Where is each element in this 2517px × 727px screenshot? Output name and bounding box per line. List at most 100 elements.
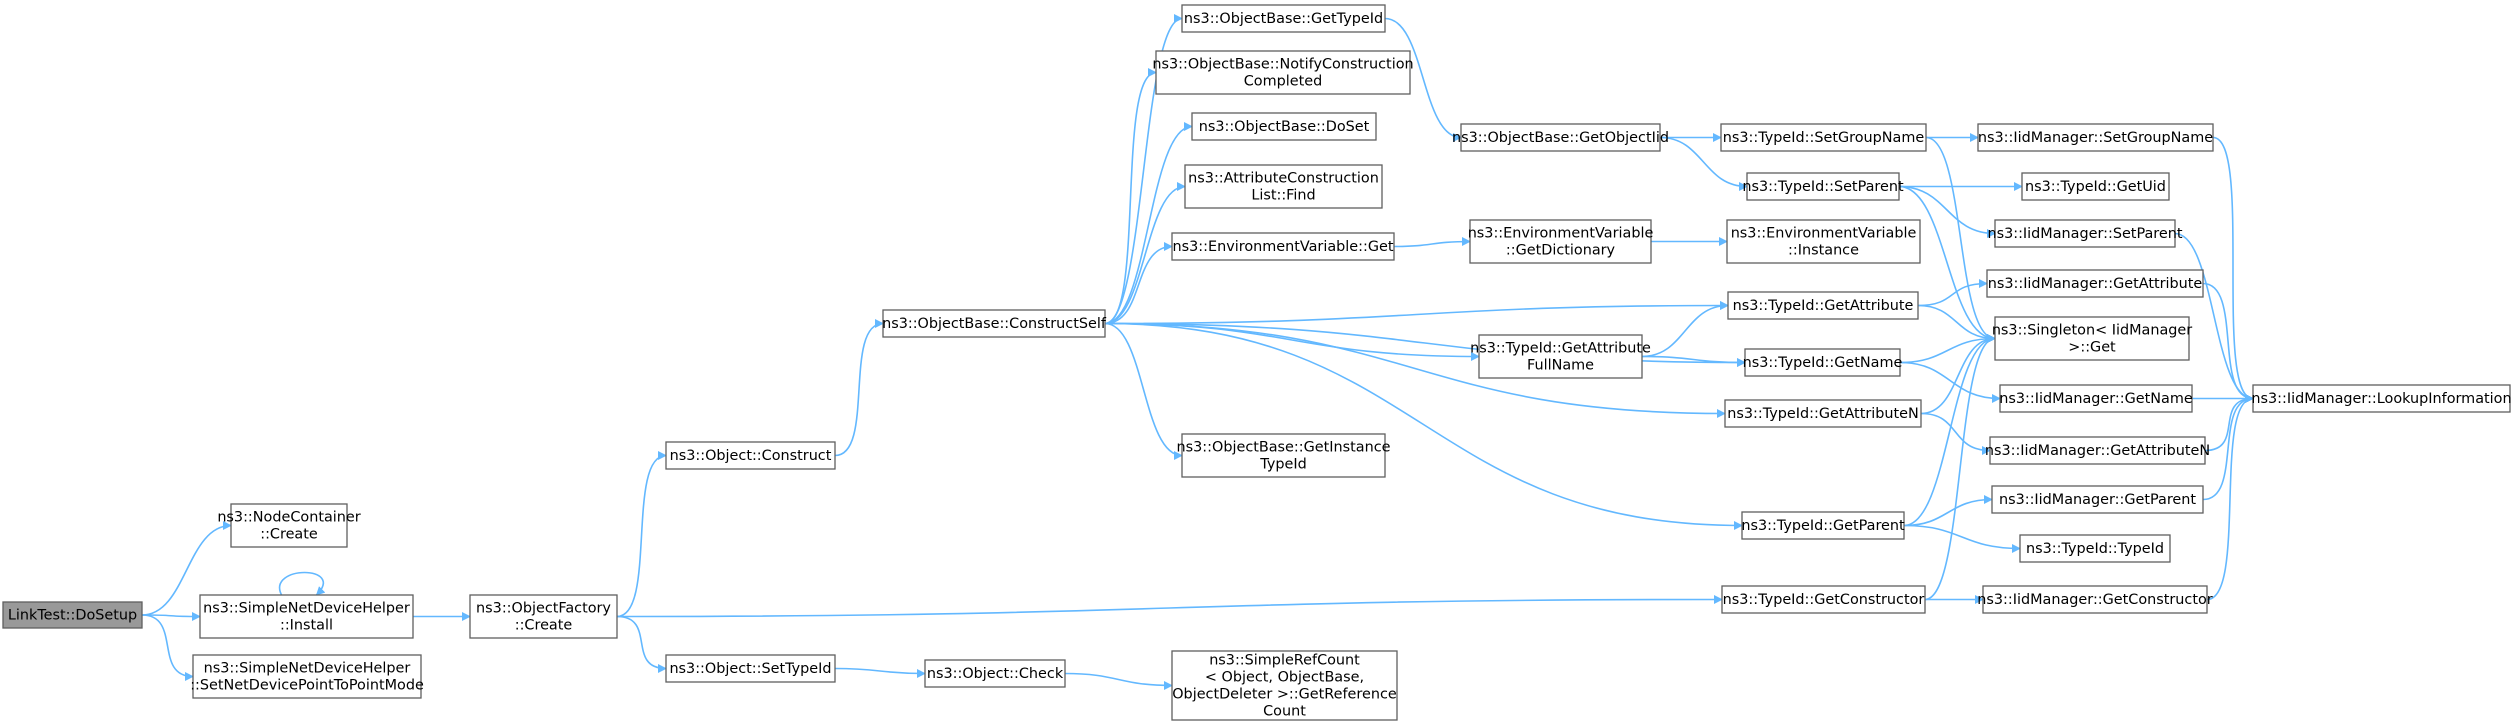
call-edge [1898,185,1996,238]
node-label: ns3::IidManager::GetName [1999,391,2193,407]
function-node[interactable]: ns3::IidManager::GetConstructor [1977,585,2213,614]
function-node[interactable]: ns3::IidManager::SetParent [1987,219,2183,248]
function-node[interactable]: ns3::IidManager::GetAttribute [1986,269,2204,298]
function-node[interactable]: ns3::TypeId::GetUid [2021,172,2170,201]
function-node[interactable]: ns3::TypeId::GetAttributeN [1724,399,1922,428]
call-edge [1920,334,1996,415]
node-box [469,594,618,639]
call-edge [1064,672,1173,690]
node-label: ns3::TypeId::TypeId [2026,541,2164,557]
node-label: ns3::SimpleRefCount [1209,652,1360,668]
function-node[interactable]: ns3::ObjectBase::ConstructSelf [882,309,1107,338]
function-node[interactable]: ns3::ObjectBase::NotifyConstructionCompl… [1152,50,1414,95]
function-node[interactable]: ns3::IidManager::GetAttributeN [1985,436,2210,465]
function-node[interactable]: ns3::SimpleRefCount< Object, ObjectBase,… [1171,650,1398,721]
function-node[interactable]: ns3::IidManager::GetParent [1991,485,2204,514]
node-label: ns3::SimpleNetDeviceHelper [204,660,411,676]
node-label: ns3::IidManager::GetAttribute [1988,276,2203,292]
node-label: FullName [1527,357,1594,373]
call-edge [2202,394,2254,501]
function-node[interactable]: ns3::ObjectBase::DoSet [1191,112,1377,141]
node-label: ::Install [280,617,333,633]
call-edge [1641,301,1729,358]
node-label: ns3::ObjectBase::DoSet [1199,119,1370,135]
node-box [1155,50,1411,95]
node-label: ns3::Object::SetTypeId [669,661,831,677]
call-edge [1104,322,1743,530]
function-node[interactable]: ns3::Object::SetTypeId [665,654,836,683]
node-box [1478,334,1643,379]
node-box [1727,291,1919,320]
function-node[interactable]: ns3::TypeId::GetAttribute [1727,291,1919,320]
node-label: ns3::TypeId::GetAttributeN [1727,406,1919,422]
function-node[interactable]: ns3::NodeContainer::Create [217,503,361,548]
call-edge [616,595,1723,618]
node-label: ns3::ObjectBase::GetInstance [1177,439,1391,455]
call-edge [1104,182,1186,325]
function-node[interactable]: ns3::Object::Check [924,659,1066,688]
function-node[interactable]: ns3::EnvironmentVariable::Instance [1726,219,1921,264]
node-label: List::Find [1251,187,1315,203]
function-node[interactable]: ns3::IidManager::LookupInformation [2251,384,2512,413]
node-label: ns3::AttributeConstruction [1188,170,1379,186]
node-label: ns3::TypeId::GetAttribute [1733,298,1914,314]
call-edge [2202,282,2254,403]
node-label: ns3::Object::Construct [670,448,832,464]
function-node[interactable]: ns3::SimpleNetDeviceHelper::SetNetDevice… [190,654,424,699]
function-node[interactable]: ns3::SimpleNetDeviceHelper::Install [199,594,414,639]
node-box [1460,123,1661,152]
function-node[interactable]: ns3::EnvironmentVariable::Get [1171,232,1395,261]
call-edge [1899,361,2001,403]
node-label: ns3::ObjectBase::NotifyConstruction [1152,56,1413,72]
function-node[interactable]: ns3::TypeId::GetConstructor [1721,585,1926,614]
node-box [1741,511,1905,540]
node-box [1986,269,2204,298]
node-box [230,503,348,548]
call-edge [1920,412,1991,455]
function-node[interactable]: ns3::Singleton< IidManager >::Get [1992,316,2192,361]
function-node[interactable]: ns3::IidManager::GetName [1999,384,2193,413]
function-node[interactable]: LinkTest::DoSetup [2,601,143,629]
node-box [1746,172,1900,201]
call-edge [1903,524,2021,553]
node-label: ::Instance [1788,242,1859,258]
node-label: ns3::ObjectBase::GetTypeId [1184,11,1383,27]
function-node[interactable]: ns3::ObjectFactory::Create [469,594,618,639]
node-box [1720,123,1927,152]
node-box [1991,485,2204,514]
node-box [2019,534,2171,563]
function-node[interactable]: ns3::TypeId::SetParent [1742,172,1904,201]
function-node[interactable]: ns3::TypeId::SetGroupName [1720,123,1927,152]
node-box [1721,585,1926,614]
function-node[interactable]: ns3::IidManager::SetGroupName [1977,123,2214,152]
node-label: ns3::ObjectBase::ConstructSelf [882,316,1107,332]
call-edge [1104,322,1726,418]
function-node[interactable]: ns3::TypeId::TypeId [2019,534,2171,563]
function-node[interactable]: ns3::TypeId::GetParent [1741,511,1905,540]
function-node[interactable]: ns3::EnvironmentVariable::GetDictionary [1468,219,1654,264]
call-edge [1393,237,1471,248]
call-edge [1903,334,1996,527]
call-edge [1641,355,1746,367]
node-label: LinkTest::DoSetup [8,607,137,623]
node-label: ::Create [515,617,573,633]
call-edge [834,667,926,678]
node-box [2,601,143,629]
function-node[interactable]: ns3::Object::Construct [665,441,836,470]
node-label: ns3::TypeId::GetConstructor [1723,592,1925,608]
node-box [665,654,836,683]
node-box [1744,348,1901,377]
node-box [1181,433,1386,478]
function-node[interactable]: ns3::ObjectBase::GetTypeId [1181,4,1386,33]
function-node[interactable]: ns3::TypeId::GetName [1743,348,1903,377]
call-edge [2204,394,2254,452]
call-edge [141,611,201,621]
call-edge [2206,394,2254,601]
function-node[interactable]: ns3::ObjectBase::GetObjectIid [1452,123,1669,152]
node-label: ns3::TypeId::GetName [1743,355,1903,371]
node-label: ns3::EnvironmentVariable [1731,225,1917,241]
node-box [1994,316,2190,361]
